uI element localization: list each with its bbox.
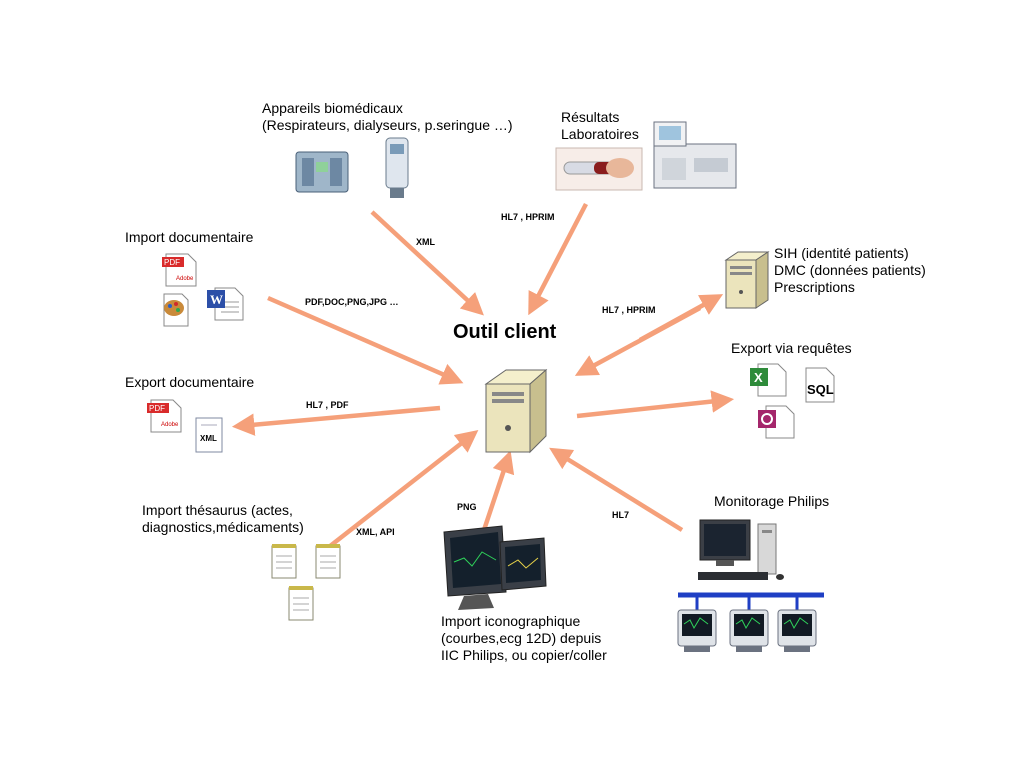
excel-icon: X (750, 363, 787, 397)
pdf-export-icon: PDF Adobe (147, 399, 182, 433)
arrow-thesaurus (323, 430, 479, 552)
protocol-export-doc: HL7 , PDF (306, 400, 349, 410)
thesaurus-doc-icon-3 (288, 586, 314, 621)
xml-icon: XML (195, 417, 223, 453)
workstation-monitors-icon (443, 525, 547, 610)
protocol-monitoring: HL7 (612, 510, 630, 520)
center-title: Outil client (453, 321, 557, 343)
blood-sample-icon (555, 147, 643, 191)
monitoring-label: Monitorage Philips (714, 493, 830, 509)
protocol-sih: HL7 , HPRIM (602, 305, 656, 315)
thesaurus-doc-icon-2 (315, 544, 341, 579)
arrow-import-doc (267, 295, 464, 385)
arrow-labo (528, 202, 588, 316)
patient-monitor-icon-2 (729, 609, 769, 652)
sql-icon: SQL (805, 367, 835, 403)
labo-label: Résultats Laboratoires (561, 109, 639, 142)
xml-icon-text: XML (200, 434, 217, 443)
arrow-monitoring (549, 447, 684, 532)
import-doc-label: Import documentaire (125, 229, 254, 245)
server-icon (484, 368, 548, 454)
adobe-icon-text: Adobe (176, 276, 194, 282)
sih-label: SIH (identité patients) DMC (données pat… (774, 245, 926, 295)
dialyzer-icon (295, 151, 349, 193)
word-icon: W (207, 287, 244, 321)
biomedical-label: Appareils biomédicaux (Respirateurs, dia… (262, 100, 513, 133)
protocol-biomedical: XML (416, 237, 435, 247)
protocol-thesaurus: XML, API (356, 527, 395, 537)
sih-server-icon (724, 251, 770, 309)
monitoring-network (677, 592, 824, 652)
pdf-icon: PDF Adobe (162, 253, 197, 287)
powerpoint-icon (758, 405, 795, 439)
protocol-labo: HL7 , HPRIM (501, 212, 555, 222)
export-doc-label: Export documentaire (125, 374, 255, 390)
icono-label: Import iconographique (courbes,ecg 12D) … (441, 613, 607, 663)
arrow-sih-out (638, 294, 724, 342)
protocol-icono: PNG (457, 502, 477, 512)
paint-icon (163, 293, 189, 327)
ventilator-icon (385, 137, 409, 198)
thesaurus-doc-icon-1 (271, 544, 297, 579)
lab-analyzer-icon (653, 121, 737, 189)
pdf-icon-text: PDF (164, 258, 180, 267)
patient-monitor-icon-3 (777, 609, 817, 652)
export-req-label: Export via requêtes (731, 340, 852, 356)
sql-icon-text: SQL (807, 382, 834, 397)
arrow-export-doc (231, 405, 441, 436)
arrow-icono (481, 450, 515, 531)
protocol-import-doc: PDF,DOC,PNG,JPG … (305, 297, 399, 307)
arrow-export-req (576, 390, 735, 419)
adobe-export-icon-text: Adobe (161, 422, 179, 428)
word-icon-text: W (210, 292, 223, 307)
thesaurus-label: Import thésaurus (actes, diagnostics,méd… (142, 502, 304, 535)
pdf-export-icon-text: PDF (149, 404, 165, 413)
patient-monitor-icon-1 (677, 609, 717, 652)
excel-icon-text: X (754, 370, 763, 385)
pc-workstation-icon (698, 519, 784, 580)
arrow-biomedical (370, 210, 484, 316)
